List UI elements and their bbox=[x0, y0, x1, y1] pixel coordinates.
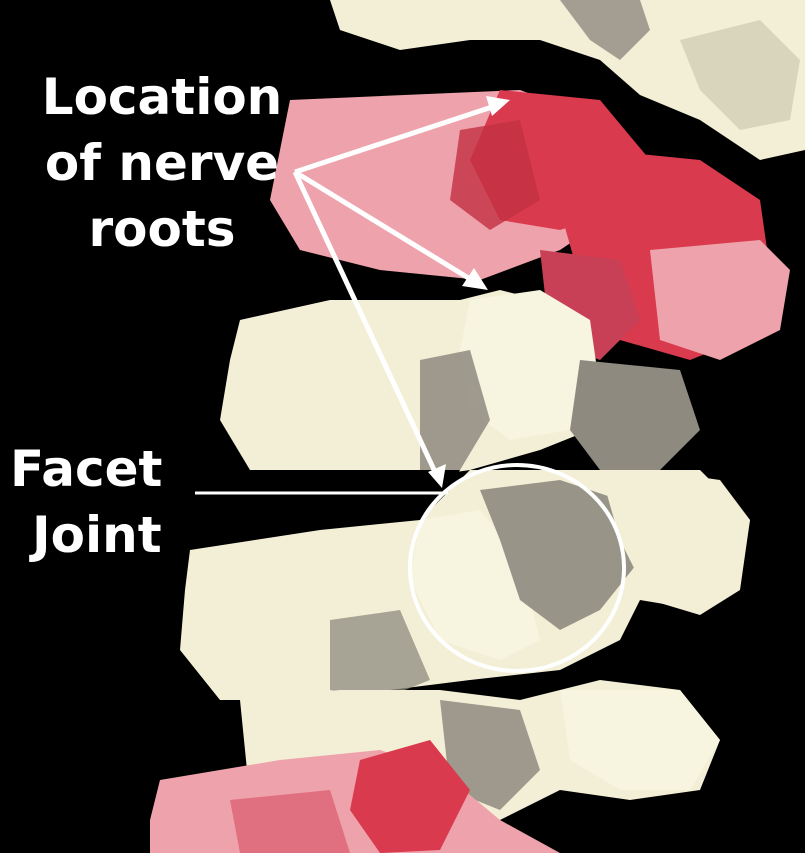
nerve-roots-label: Location of nerve roots bbox=[22, 64, 302, 262]
facet-joint-label-line-2: Joint bbox=[10, 502, 195, 568]
nerve-roots-label-line-1: Location bbox=[22, 64, 302, 130]
nerve-roots-label-line-3: roots bbox=[22, 196, 302, 262]
facet-joint-label-line-1: Facet bbox=[10, 436, 195, 502]
nerve-roots-label-line-2: of nerve bbox=[22, 130, 302, 196]
facet-joint-label: Facet Joint bbox=[10, 436, 195, 568]
